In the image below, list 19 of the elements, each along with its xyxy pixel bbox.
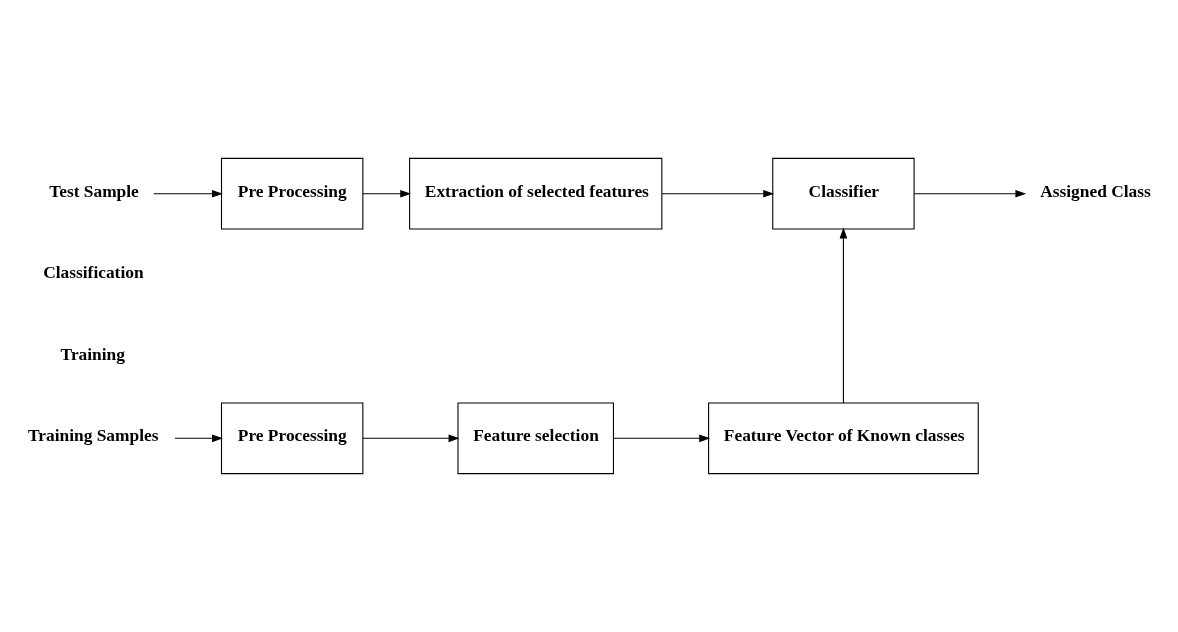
node-box: Pre Processing — [220, 157, 364, 230]
arrow — [839, 227, 848, 404]
node-box: Classifier — [772, 157, 915, 230]
label: Classification — [43, 263, 144, 283]
node-box: Pre Processing — [220, 402, 364, 475]
node-text: Assigned Class — [1040, 181, 1151, 201]
arrow — [174, 434, 223, 443]
node-text: Training Samples — [27, 426, 159, 446]
label: Training — [60, 344, 125, 364]
node-text: Test Sample — [49, 181, 139, 201]
arrow — [362, 189, 412, 198]
node-box: Extraction of selected features — [409, 157, 663, 230]
node-box: Feature selection — [457, 402, 614, 475]
node-box: Feature Vector of Known classes — [708, 402, 979, 475]
arrow — [913, 189, 1027, 198]
arrow — [362, 434, 460, 443]
arrow — [661, 189, 775, 198]
arrow — [153, 189, 223, 198]
arrow — [612, 434, 711, 443]
